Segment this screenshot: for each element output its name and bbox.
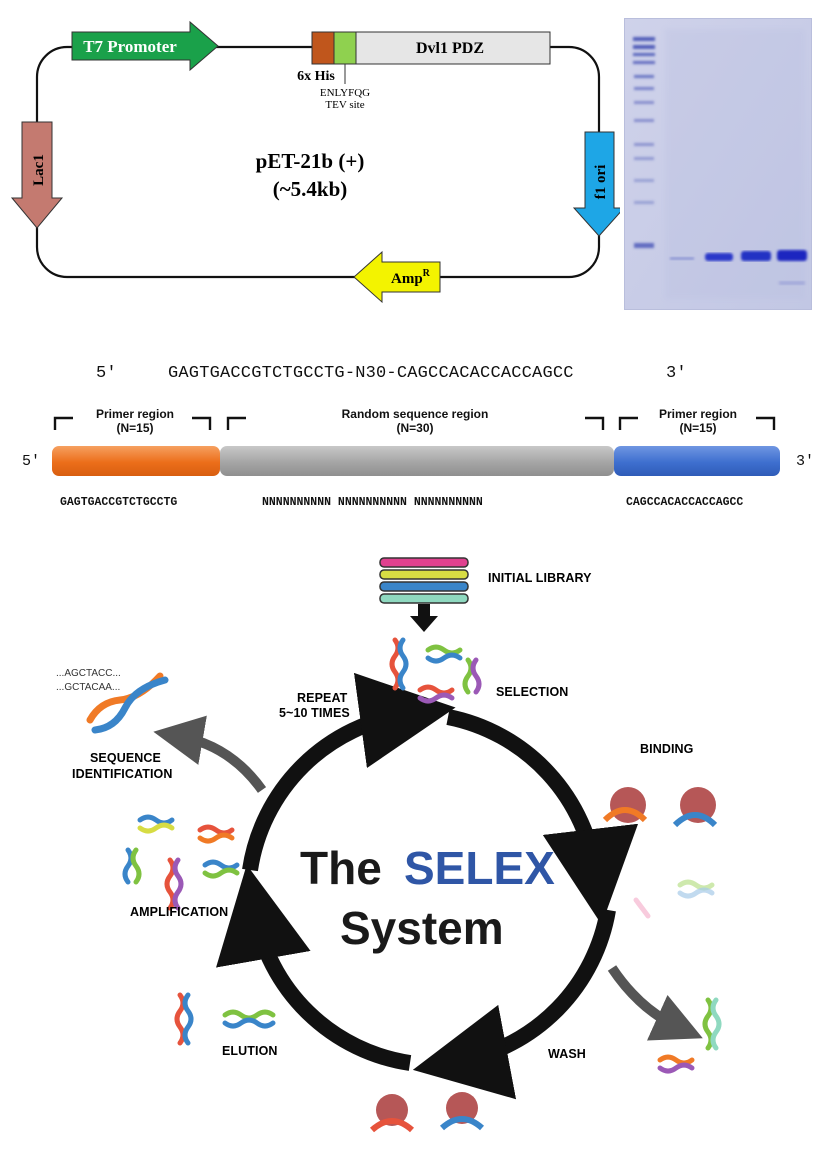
- arc-elution-amplification: [216, 864, 412, 1071]
- label-wash: WASH: [548, 1047, 586, 1061]
- label-identification: IDENTIFICATION: [72, 767, 172, 781]
- primer-region-right-bar: [614, 446, 780, 476]
- down-arrow-icon: [410, 604, 438, 632]
- plasmid-name: pET-21b (+): [256, 149, 365, 173]
- sequence-read-2: ...GCTACAA...: [56, 682, 120, 693]
- plasmid-map: T7 Promoter Dvl1 PDZ 6x His ENLYFQG TEV …: [0, 0, 626, 320]
- five-prime-end: 5′: [22, 453, 41, 470]
- his-tag-label: 6x His: [297, 69, 335, 84]
- full-library-sequence: GAGTGACCGTCTGCCTG-N30-CAGCCACACCACCAGCC: [168, 364, 574, 383]
- dvl1-pdz-label: Dvl1 PDZ: [416, 40, 484, 57]
- primer-right-sequence: CAGCCACACCACCAGCC: [626, 496, 744, 509]
- target-protein-icons: [369, 787, 718, 1133]
- t7-promoter-label: T7 Promoter: [83, 37, 177, 56]
- laci-arrow: [10, 121, 64, 229]
- t7-promoter-arrow: [71, 20, 219, 72]
- selex-cycle-diagram: The SELEX System INITIAL LIBRARY SELECTI…: [0, 540, 826, 1161]
- gel-sample-bands: [670, 250, 807, 285]
- dvl1-pdz-box: [355, 31, 551, 65]
- gel-ladder-lane: [633, 37, 655, 248]
- selex-title-the: The: [300, 842, 382, 894]
- label-repeat-times: 5~10 TIMES: [279, 706, 350, 720]
- sequence-read-1: ...AGCTACC...: [56, 668, 121, 679]
- selex-title-system: System: [340, 902, 504, 954]
- primer-region-right-label: Primer region (N=15): [623, 407, 773, 435]
- plasmid-map-svg: T7 Promoter Dvl1 PDZ 6x His ENLYFQG TEV …: [10, 20, 626, 304]
- label-elution: ELUTION: [222, 1044, 278, 1058]
- label-sequence: SEQUENCE: [90, 751, 161, 765]
- tev-site-box: [333, 31, 357, 65]
- random-region-count: (N=30): [396, 421, 434, 435]
- tev-sequence-label: ENLYFQG: [320, 87, 370, 99]
- label-initial-library: INITIAL LIBRARY: [488, 571, 592, 585]
- selex-title-selex: SELEX: [404, 842, 555, 894]
- arc-binding-elution: [412, 908, 616, 1100]
- his-tag-box: [311, 31, 335, 65]
- selex-cycle-svg: The SELEX System INITIAL LIBRARY SELECTI…: [56, 557, 722, 1133]
- label-amplification: AMPLIFICATION: [130, 905, 228, 919]
- cycle-arrows: [216, 672, 639, 1100]
- region-brackets: [53, 416, 776, 430]
- tev-site-label: TEV site: [325, 99, 364, 111]
- three-prime-header: 3′: [666, 364, 687, 383]
- primer-region-left-bar: [52, 446, 220, 476]
- gel-svg: [625, 19, 811, 309]
- aptamer-molecules: [86, 637, 722, 1074]
- laci-label: Lac1: [31, 154, 47, 186]
- plasmid-size: (~5.4kb): [273, 177, 348, 201]
- ampr-arrow: [353, 250, 441, 304]
- initial-library-icon: [379, 557, 469, 604]
- label-repeat: REPEAT: [297, 691, 348, 705]
- label-selection: SELECTION: [496, 685, 568, 699]
- random-region-label: Random sequence region (N=30): [240, 407, 590, 435]
- primer-region-left-title: Primer region: [95, 407, 175, 421]
- f1-ori-arrow: [572, 131, 626, 237]
- label-binding: BINDING: [640, 742, 693, 756]
- sds-page-gel: [624, 18, 812, 310]
- random-region-bar: [220, 446, 614, 476]
- three-prime-end: 3′: [796, 453, 815, 470]
- primer-region-left-label: Primer region (N=15): [60, 407, 210, 435]
- arrow-to-sequencing: [153, 715, 267, 793]
- primer-left-sequence: GAGTGACCGTCTGCCTG: [60, 496, 178, 509]
- arrow-wash-out: [607, 965, 703, 1041]
- arc-selection-binding: [446, 709, 639, 925]
- five-prime-header: 5′: [96, 364, 117, 383]
- random-region-sequence: NNNNNNNNNN NNNNNNNNNN NNNNNNNNNN: [262, 496, 483, 509]
- aptamer-library-design: 5′ GAGTGACCGTCTGCCTG-N30-CAGCCACACCACCAG…: [0, 350, 826, 530]
- random-region-title: Random sequence region: [341, 407, 489, 421]
- f1-ori-label: f1 ori: [593, 165, 609, 200]
- ampr-label: AmpR: [391, 268, 431, 287]
- arc-amplification-selection: [242, 672, 456, 872]
- primer-region-right-title: Primer region: [658, 407, 738, 421]
- primer-region-left-count: (N=15): [116, 421, 154, 435]
- primer-region-right-count: (N=15): [679, 421, 717, 435]
